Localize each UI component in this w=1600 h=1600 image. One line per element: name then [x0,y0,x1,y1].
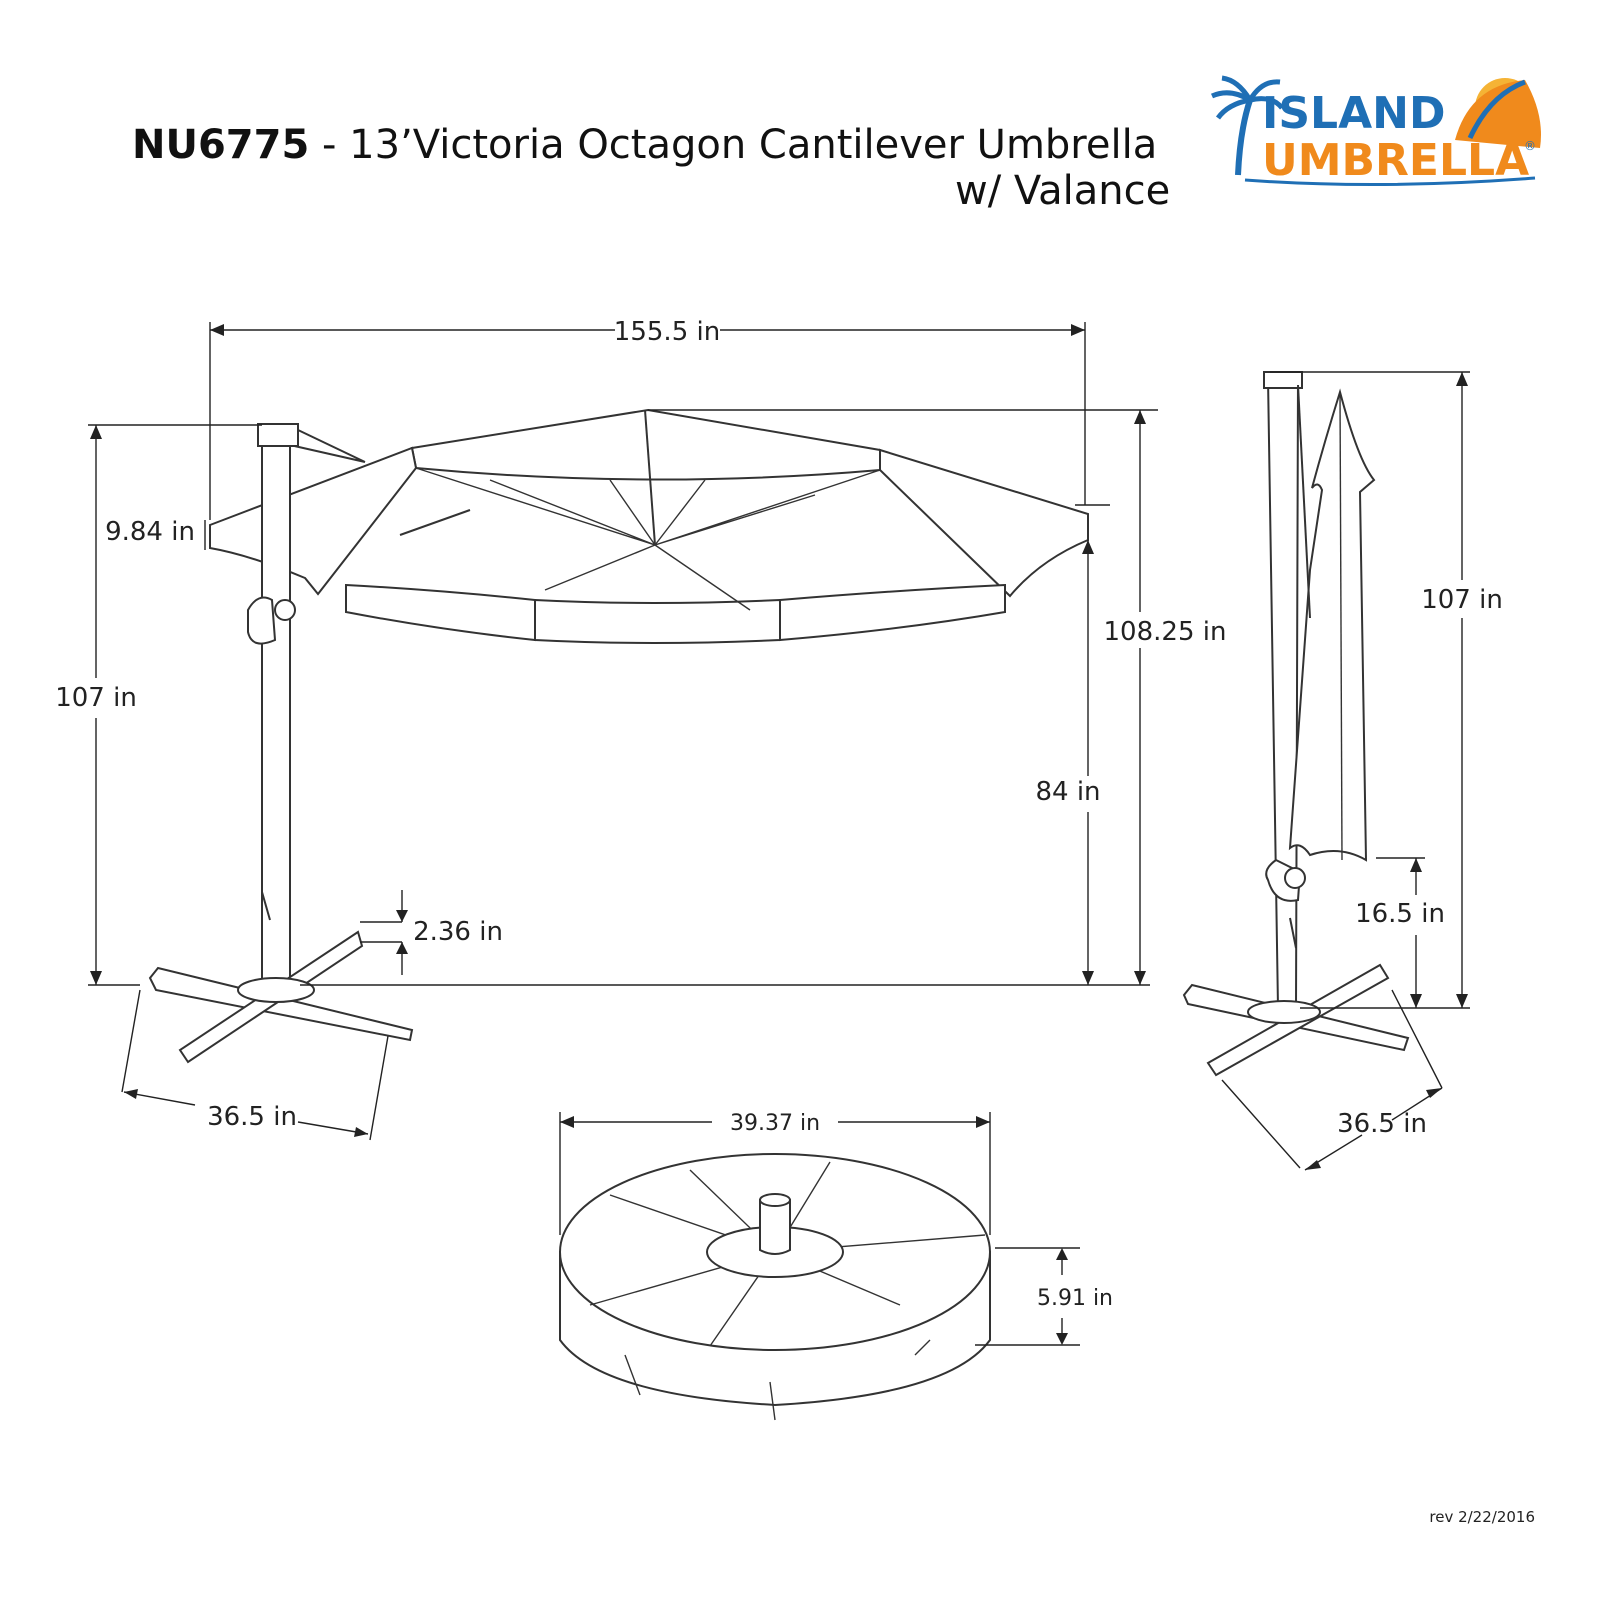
cross-base-width-right-label: 36.5 in [1337,1109,1427,1139]
brand-logo: ISLAND UMBRELLA ® [1210,75,1541,187]
right-dimension-lines: 107 in 16.5 in 36.5 in [1221,371,1503,1171]
canopy-top-height-label: 108.25 in [1104,617,1227,647]
weight-base-dimension-lines: 39.37 in 5.91 in [559,1111,1113,1346]
left-dimension-lines: 155.5 in 9.84 in 107 in 108.25 in 84 in … [55,317,1227,1141]
closed-umbrella-side-view [1182,371,1410,1077]
palm-tree-icon [1210,75,1284,176]
logo-word-top: ISLAND [1262,88,1446,139]
trademark-symbol: ® [1524,139,1536,153]
open-umbrella-side-view [148,408,1089,1064]
clearance-height-label: 84 in [1035,777,1100,807]
cross-base-width-left-label: 36.5 in [207,1102,297,1132]
handle-height-label: 16.5 in [1355,899,1445,929]
title-separator: - [309,122,350,168]
umbrella-canopy-icon [1455,80,1541,148]
product-name: 13’Victoria Octagon Cantilever Umbrella [349,122,1158,168]
closed-height-label: 107 in [1421,585,1503,615]
overall-height-left-label: 107 in [55,683,137,713]
base-rail-height-label: 2.36 in [413,917,503,947]
valance-height-label: 9.84 in [105,517,195,547]
page-subtitle: w/ Valance [955,168,1171,214]
model-number: NU6775 [132,122,310,168]
weight-base-view [559,1153,991,1421]
weight-base-height-label: 5.91 in [1037,1286,1113,1311]
weight-base-diameter-label: 39.37 in [730,1111,820,1136]
canopy-width-label: 155.5 in [614,317,720,347]
revision-label: rev 2/22/2016 [1429,1508,1535,1526]
logo-word-bottom: UMBRELLA [1262,135,1529,186]
logo-wave [1244,176,1536,187]
page-title: NU6775 - 13’Victoria Octagon Cantilever … [132,122,1157,168]
